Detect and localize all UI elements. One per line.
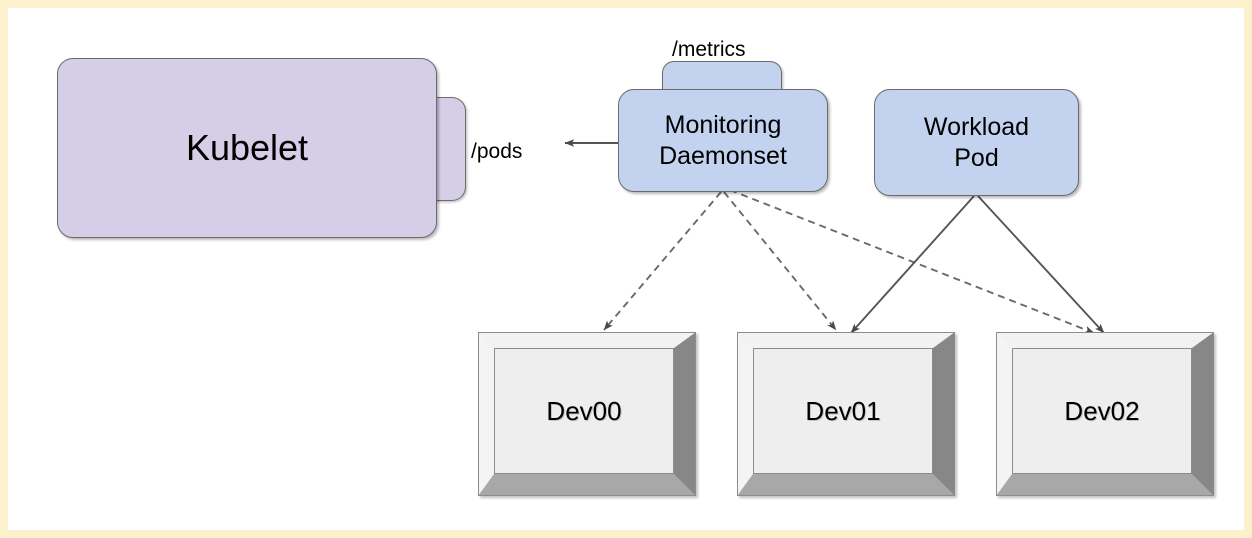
node-workload-pod[interactable]: Workload Pod: [874, 89, 1079, 196]
pods-endpoint-label: /pods: [471, 140, 523, 163]
node-kubelet[interactable]: Kubelet: [57, 58, 437, 238]
workload-label-line2: Pod: [954, 143, 999, 172]
edge-daemonset-to-dev02: [729, 189, 1095, 334]
edge-workload-to-dev01: [850, 195, 975, 334]
dev02-label: Dev02: [1064, 395, 1140, 426]
dev01-face: Dev01: [753, 348, 933, 474]
dev00-label: Dev00: [546, 395, 622, 426]
dev00-face: Dev00: [494, 348, 674, 474]
node-dev00[interactable]: Dev00: [478, 332, 696, 496]
daemonset-label-line2: Daemonset: [659, 141, 787, 170]
node-dev02[interactable]: Dev02: [996, 332, 1214, 496]
diagram-inner-canvas: Kubelet /pods /metrics Monitoring Daemon…: [8, 8, 1244, 530]
edge-workload-to-dev02: [977, 195, 1105, 334]
node-monitoring-daemonset[interactable]: Monitoring Daemonset: [618, 89, 828, 192]
dev02-face: Dev02: [1012, 348, 1192, 474]
edge-daemonset-to-dev01: [723, 191, 837, 331]
edge-layer: [564, 139, 1105, 334]
workload-label-line1: Workload: [923, 112, 1030, 141]
daemonset-label-line1: Monitoring: [664, 110, 782, 139]
node-dev01[interactable]: Dev01: [737, 332, 955, 496]
kubelet-label: Kubelet: [185, 127, 309, 168]
kubelet-pods-tab[interactable]: [433, 97, 466, 201]
edge-daemonset-to-dev00: [603, 191, 722, 331]
metrics-endpoint-label: /metrics: [672, 38, 746, 61]
dev01-label: Dev01: [805, 395, 881, 426]
